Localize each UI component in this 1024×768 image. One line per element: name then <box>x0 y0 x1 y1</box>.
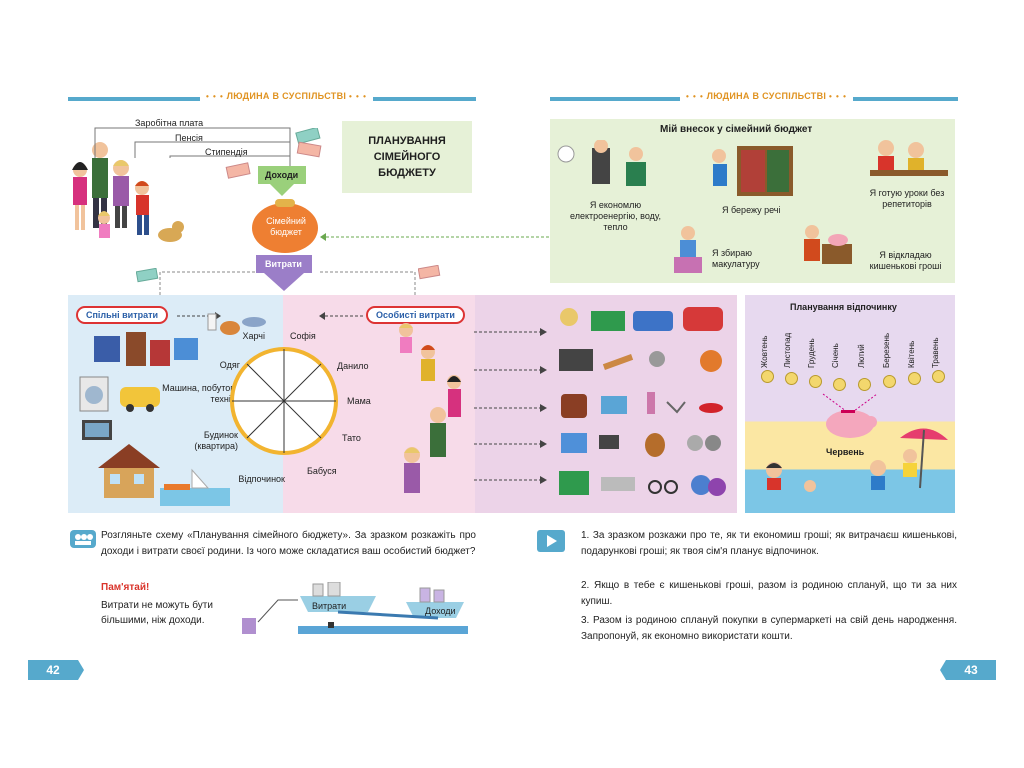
contribution-illus-3 <box>870 138 950 184</box>
june-label: Червень <box>826 447 865 457</box>
personal-arrows <box>474 328 547 484</box>
month-8: Травень <box>931 337 940 368</box>
remember-text: Витрати не можуть бути більшими, ніж дох… <box>101 600 213 626</box>
money-notes-icon-3 <box>135 267 160 284</box>
contribution-3: Я готую уроки без репетиторів <box>869 188 945 209</box>
beach-scene <box>750 418 950 510</box>
contribution-4: Я збираю макулатуру <box>712 248 760 269</box>
coin-icon <box>883 375 896 388</box>
expenses-label: Витрати <box>265 259 302 269</box>
scale-left-label: Витрати <box>312 601 347 611</box>
contribution-2: Я бережу речі <box>722 205 781 215</box>
member-sofia: Софія <box>290 331 316 341</box>
common-item-house: Будинок (квартира) <box>194 430 238 451</box>
coin-icon <box>858 378 871 391</box>
common-item-clothes: Одяг <box>219 360 240 370</box>
coin-icon <box>932 370 945 383</box>
wallet-icon <box>250 196 320 254</box>
income-arrow <box>252 166 312 196</box>
month-5: Лютий <box>857 344 866 368</box>
month-1: Жовтень <box>760 335 769 368</box>
appliances-icons <box>78 375 163 415</box>
left-task-text: Розгляньте схему «Планування сімейного б… <box>101 530 476 557</box>
budget-title-box: ПЛАНУВАННЯ СІМЕЙНОГО БЮДЖЕТУ <box>342 121 472 193</box>
page-number-left-notch <box>78 660 84 680</box>
play-task-icon <box>537 530 565 552</box>
contribution-to-wallet-arrow <box>320 233 550 241</box>
contribution-title: Мій внесок у сімейний бюджет <box>660 124 813 135</box>
money-notes-icon <box>295 126 323 160</box>
page-number-right-notch <box>940 660 946 680</box>
clothes-icons <box>92 330 202 368</box>
coin-icon <box>908 372 921 385</box>
money-notes-icon-4 <box>417 264 442 281</box>
expenses-arrow <box>250 255 318 291</box>
page-number-left: 42 <box>28 660 78 680</box>
piggy-bank-icon <box>822 393 878 438</box>
expenses-branches <box>159 271 416 296</box>
income-label: Доходи <box>265 170 299 180</box>
income-source-stipend: Стипендія <box>205 147 248 157</box>
food-icons <box>198 310 268 340</box>
family-figures <box>388 320 468 505</box>
vacation-icon <box>160 466 230 508</box>
right-header-title: • • • ЛЮДИНА В СУСПІЛЬСТВІ • • • <box>680 91 853 101</box>
scale-illustration <box>238 581 473 642</box>
group-task-icon <box>70 530 96 548</box>
page-number-right: 43 <box>946 660 996 680</box>
income-lines <box>94 127 291 168</box>
contribution-illus-2 <box>705 142 805 200</box>
contribution-5: Я відкладаю кишенькові гроші <box>869 250 942 271</box>
tv-icon <box>80 418 114 444</box>
income-source-salary: Заробітна плата <box>135 118 204 128</box>
sofia-items <box>555 303 730 337</box>
contribution-illus-1 <box>552 139 662 196</box>
babusia-items <box>555 465 730 501</box>
common-item-food: Харчі <box>242 331 265 341</box>
left-header-title: • • • ЛЮДИНА В СУСПІЛЬСТВІ • • • <box>200 91 373 101</box>
money-notes-icon-2 <box>225 162 251 180</box>
personal-expenses-tag: Особисті витрати <box>366 306 465 324</box>
common-item-car: Машина, побутова техніка <box>162 383 240 404</box>
member-babusia: Бабуся <box>307 466 337 476</box>
vacation-title: Планування відпочинку <box>790 302 897 312</box>
month-4: Січень <box>831 343 840 368</box>
danylo-items <box>555 345 730 377</box>
month-3: Грудень <box>807 338 816 368</box>
budget-wheel <box>228 345 340 457</box>
question-1: 1. За зразком розкажи про те, як ти екон… <box>581 530 957 557</box>
house-icon <box>94 440 164 502</box>
contribution-illus-5 <box>798 222 858 276</box>
question-3: 3. Разом із родиною сплануй покупки в су… <box>581 615 957 642</box>
member-tato: Тато <box>342 433 361 443</box>
month-6: Березень <box>882 332 891 368</box>
month-2: Листопад <box>783 332 792 368</box>
income-source-pension: Пенсія <box>175 133 203 143</box>
mama-items <box>555 384 730 420</box>
family-illustration <box>66 140 186 245</box>
common-item-vacation: Відпочинок <box>238 474 285 484</box>
contribution-illus-4 <box>668 225 708 277</box>
remember-title: Пам'ятай! <box>101 582 150 593</box>
coin-icon <box>761 370 774 383</box>
scale-right-label: Доходи <box>425 606 456 616</box>
member-mama: Мама <box>347 396 371 406</box>
coin-icon <box>785 372 798 385</box>
common-expenses-tag: Спільні витрати <box>76 306 169 324</box>
contribution-1: Я економлю електроенергію, воду, тепло <box>570 200 661 232</box>
wallet-label: Сімейний бюджет <box>266 216 306 237</box>
member-danylo: Данило <box>337 361 369 371</box>
tato-items <box>555 425 730 459</box>
coin-icon <box>833 378 846 391</box>
month-7: Квітень <box>907 340 916 368</box>
coin-icon <box>809 375 822 388</box>
question-2: 2. Якщо в тебе є кишенькові гроші, разом… <box>581 580 957 607</box>
